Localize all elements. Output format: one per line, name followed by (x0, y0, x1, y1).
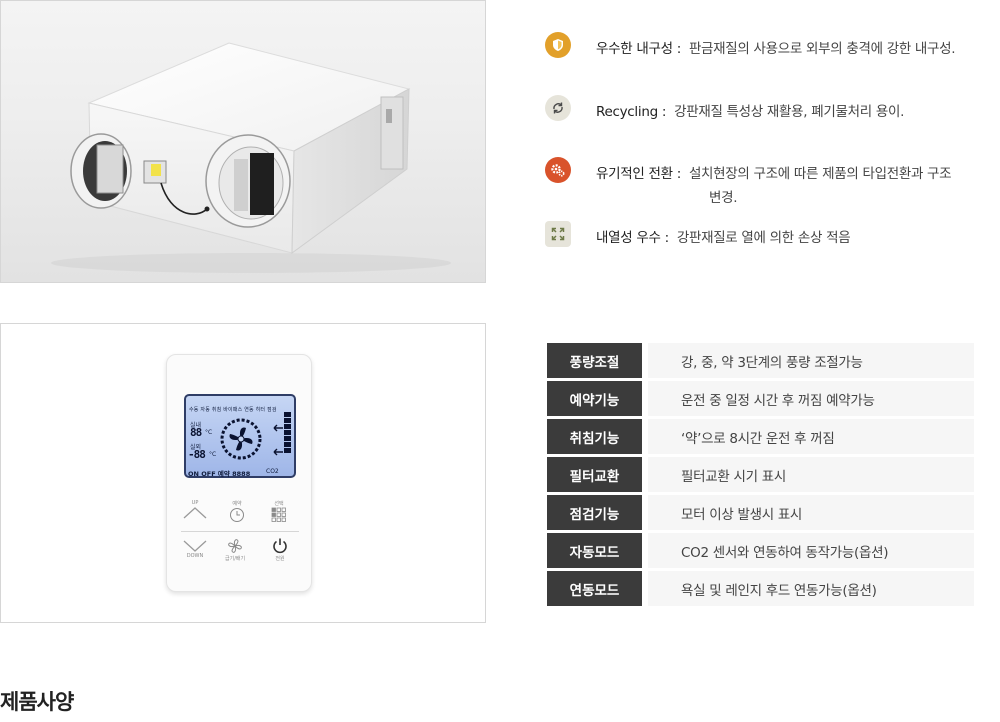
row-label: 필터교환 (547, 457, 642, 492)
row-value: 욕실 및 레인지 후드 연동가능(옵션) (648, 571, 974, 606)
product-photo (0, 0, 486, 283)
lcd-indoor-unit: °C (205, 429, 213, 436)
row-value: 운전 중 일정 시간 후 꺼짐 예약가능 (648, 381, 974, 416)
ventilator-unit-image (51, 42, 451, 273)
power-icon (273, 538, 287, 554)
lcd-outdoor-label: 실외 (190, 444, 202, 451)
lcd-mode-labels: 수동 자동 취침 바이패스 연동 히터 점검 (189, 407, 277, 413)
feature-name: 우수한 내구성 : (596, 41, 681, 57)
gears-icon (545, 157, 571, 183)
lcd-bottom-line: ON OFF 예약 8888 (188, 470, 251, 478)
recycle-icon (545, 95, 571, 121)
feature-name: 유기적인 전환 : (596, 166, 681, 182)
expand-arrows-icon (545, 221, 571, 247)
feature-conversion: 유기적인 전환 : 설치현장의 구조에 따른 제품의 타입전환과 구조 변경. (545, 157, 952, 210)
row-label: 자동모드 (547, 533, 642, 568)
lcd-display: 수동 자동 취침 바이패스 연동 히터 점검 실내 88 °C 실외 -88 °… (184, 394, 296, 478)
row-label: 연동모드 (547, 571, 642, 606)
row-value: ‘약’으로 8시간 운전 후 꺼짐 (648, 419, 974, 454)
feature-desc: 강판재질로 열에 의한 손상 적음 (676, 230, 851, 246)
table-row: 취침기능‘약’으로 8시간 운전 후 꺼짐 (547, 419, 974, 454)
row-value: 강, 중, 약 3단계의 풍량 조절가능 (648, 343, 974, 378)
power-button[interactable]: 전원 (272, 537, 288, 562)
row-value: 모터 이상 발생시 표시 (648, 495, 974, 530)
remote-controller-photo: 수동 자동 취침 바이패스 연동 히터 점검 실내 88 °C 실외 -88 °… (0, 323, 486, 623)
row-label: 풍량조절 (547, 343, 642, 378)
clock-icon (230, 508, 244, 522)
feature-desc: 판금재질의 사용으로 외부의 충격에 강한 내구성. (688, 41, 956, 57)
row-label: 취침기능 (547, 419, 642, 454)
feature-desc-continued: 변경. (709, 190, 738, 206)
timer-button[interactable]: 예약 (229, 500, 245, 523)
feature-name: Recycling : (596, 104, 667, 120)
lcd-level-bar (284, 412, 291, 453)
fan-icon (220, 418, 262, 460)
fan-blade-icon (228, 539, 242, 553)
row-value: 필터교환 시기 표시 (648, 457, 974, 492)
select-button[interactable]: 선택 (271, 500, 287, 523)
feature-recycling: Recycling : 강판재질 특성상 재활용, 폐기물처리 용이. (545, 95, 905, 124)
lcd-arrows-icon (273, 424, 283, 456)
lcd-outdoor-value: -88 (188, 448, 206, 461)
up-button[interactable]: UP (183, 500, 207, 520)
lcd-co2-label: CO2 (266, 468, 279, 475)
shield-icon (545, 32, 571, 58)
feature-desc: 설치현장의 구조에 따른 제품의 타입전환과 구조 (688, 166, 952, 182)
chevron-down-icon (183, 540, 207, 552)
chevron-up-icon (183, 507, 207, 519)
fan-mode-button[interactable]: 급기/배기 (225, 537, 245, 562)
feature-durability: 우수한 내구성 : 판금재질의 사용으로 외부의 충격에 강한 내구성. (545, 32, 956, 61)
row-label: 예약기능 (547, 381, 642, 416)
lcd-indoor-label: 실내 (190, 422, 202, 429)
grid-icon (271, 507, 286, 522)
row-label: 점검기능 (547, 495, 642, 530)
feature-heat-resistance: 내열성 우수 : 강판재질로 열에 의한 손상 적음 (545, 221, 851, 250)
feature-name: 내열성 우수 : (596, 230, 669, 246)
feature-desc: 강판재질 특성상 재활용, 폐기물처리 용이. (674, 104, 905, 120)
lcd-outdoor-unit: °C (209, 451, 217, 458)
row-value: CO2 센서와 연동하여 동작가능(옵션) (648, 533, 974, 568)
down-button[interactable]: DOWN (183, 539, 207, 559)
section-title: 제품사양 (0, 690, 74, 714)
remote-controller: 수동 자동 취침 바이패스 연동 히터 점검 실내 88 °C 실외 -88 °… (166, 354, 312, 592)
divider (181, 531, 299, 532)
lcd-indoor-value: 88 (190, 426, 202, 439)
